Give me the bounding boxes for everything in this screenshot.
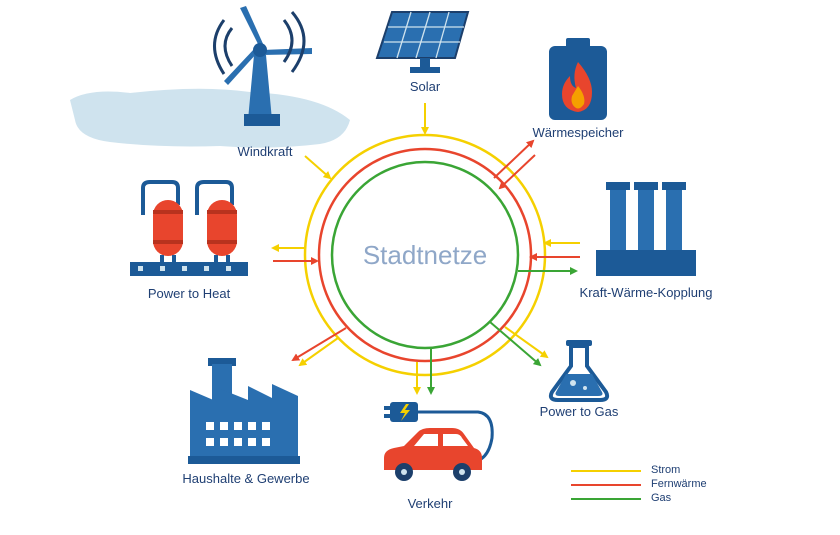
cloud-shape <box>70 88 350 148</box>
wind-turbine-icon <box>213 6 312 126</box>
legend-fernwaerme: Fernwärme <box>651 478 707 490</box>
power-plant-icon <box>596 182 696 276</box>
center-label: Stadtnetze <box>362 240 488 270</box>
label-windkraft: Windkraft <box>237 144 293 159</box>
gas-ring <box>330 160 520 350</box>
ptg-strom-arrow <box>504 326 549 359</box>
label-waermespeicher: Wärmespeicher <box>532 125 624 140</box>
windkraft-strom-arrow <box>304 155 332 180</box>
battery-flame-icon <box>549 38 607 120</box>
factory-icon <box>188 358 300 464</box>
electric-car-icon <box>384 402 494 481</box>
label-solar: Solar <box>409 79 441 94</box>
label-verkehr: Verkehr <box>407 496 453 511</box>
ptg-gas-arrow <box>489 321 542 367</box>
waermespeicher-out-arrow <box>498 154 536 190</box>
legend-strom: Strom <box>651 464 681 476</box>
haushalte-strom-arrow <box>298 337 339 367</box>
label-kwk: Kraft-Wärme-Kopplung <box>579 285 713 300</box>
label-power-to-heat: Power to Heat <box>147 286 231 301</box>
solar-panel-icon <box>375 11 470 73</box>
haushalte-fernwaerme-arrow <box>291 327 347 362</box>
label-power-to-gas: Power to Gas <box>539 404 619 419</box>
boiler-tanks-icon <box>130 180 248 276</box>
label-haushalte: Haushalte & Gewerbe <box>182 471 310 486</box>
legend-gas: Gas <box>651 492 672 504</box>
flask-icon <box>548 340 610 402</box>
strom-ring <box>303 133 547 377</box>
waermespeicher-in-arrow <box>493 139 535 179</box>
